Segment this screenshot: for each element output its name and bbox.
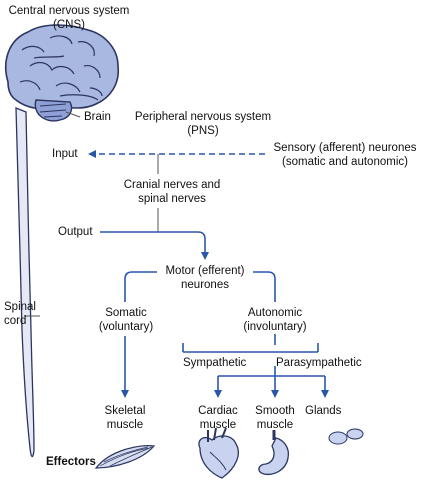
cns-title-line1: Central nervous system	[8, 5, 130, 17]
skeletal-label-line1: Skeletal	[104, 405, 146, 417]
heart-icon	[198, 427, 239, 479]
somatic-label-line2: (voluntary)	[98, 321, 154, 333]
glands-icon	[328, 428, 364, 445]
cardiac-muscle-label: Cardiac muscle	[188, 404, 248, 432]
input-label: Input	[52, 148, 78, 160]
somatic-label-line1: Somatic	[105, 307, 147, 319]
effectors-label: Effectors	[46, 456, 96, 468]
output-label: Output	[58, 226, 93, 238]
cranial-label-line2: spinal nerves	[138, 193, 206, 205]
spinal-label-line2: cord	[4, 315, 27, 327]
brain-label: Brain	[84, 111, 111, 123]
glands-label: Glands	[305, 405, 342, 417]
pns-title: Peripheral nervous system (PNS)	[128, 110, 278, 138]
somatic-label: Somatic (voluntary)	[86, 306, 166, 334]
autonomic-label-line2: (involuntary)	[243, 321, 307, 333]
spinal-label-line1: Spinal	[4, 301, 36, 313]
cardiac-label-line1: Cardiac	[198, 405, 238, 417]
motor-label: Motor (efferent) neurones	[150, 264, 260, 292]
output-arrow	[100, 231, 209, 260]
cranial-label-line1: Cranial nerves and	[123, 179, 221, 191]
cardiac-label-line2: muscle	[199, 419, 237, 431]
sensory-label-line2: (somatic and autonomic)	[282, 156, 408, 168]
cns-title: Central nervous system (CNS)	[4, 4, 134, 32]
parasympathetic-label: Parasympathetic	[276, 357, 362, 369]
pns-title-line1: Peripheral nervous system	[134, 111, 272, 123]
motor-label-line2: neurones	[181, 279, 229, 291]
spinal-cord-label: Spinal cord	[4, 300, 36, 328]
sensory-label-line1: Sensory (afferent) neurones	[273, 142, 417, 154]
skeletal-muscle-icon	[94, 445, 156, 469]
smooth-label-line1: Smooth	[255, 405, 295, 417]
skeletal-label-line2: muscle	[106, 419, 144, 431]
motor-to-somatic	[124, 271, 157, 302]
sympathetic-label: Sympathetic	[183, 357, 247, 369]
pns-title-line2: (PNS)	[187, 125, 219, 137]
autonomic-label: Autonomic (involuntary)	[235, 306, 315, 334]
cranial-label: Cranial nerves and spinal nerves	[112, 178, 232, 206]
sensory-label: Sensory (afferent) neurones (somatic and…	[268, 141, 422, 169]
cns-title-line2: (CNS)	[53, 19, 85, 31]
smooth-label-line2: muscle	[256, 419, 294, 431]
skeletal-muscle-label: Skeletal muscle	[95, 404, 155, 432]
smooth-muscle-label: Smooth muscle	[245, 404, 305, 432]
stomach-icon	[258, 430, 290, 476]
brain-pointer	[65, 111, 81, 118]
autonomic-label-line1: Autonomic	[247, 307, 303, 319]
motor-to-autonomic	[253, 271, 276, 302]
spinal-cord-icon	[15, 107, 35, 458]
brain-icon	[5, 24, 120, 122]
motor-label-line1: Motor (efferent)	[165, 265, 245, 277]
